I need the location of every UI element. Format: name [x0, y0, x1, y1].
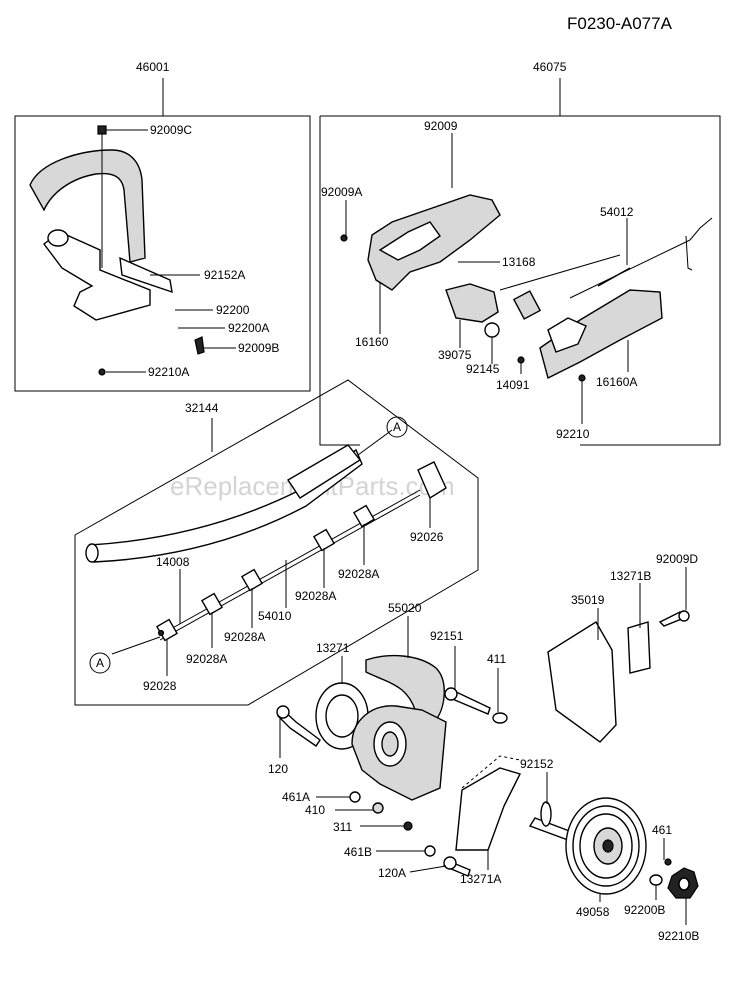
- label-92028A-3: 92028A: [224, 630, 265, 644]
- group-label-46001: 46001: [136, 60, 170, 74]
- label-92009A: 92009A: [321, 185, 362, 199]
- label-92200: 92200: [216, 303, 250, 317]
- label-92028A-2: 92028A: [295, 589, 336, 603]
- label-461B: 461B: [344, 845, 372, 859]
- label-92009B: 92009B: [238, 341, 279, 355]
- label-92151: 92151: [430, 629, 464, 643]
- handle-assembly-drawing: [29, 125, 205, 376]
- label-92028: 92028: [143, 679, 177, 693]
- label-16160A: 16160A: [596, 375, 637, 389]
- lower-assembly-drawing: [276, 610, 699, 899]
- label-461: 461: [652, 823, 672, 837]
- group-box-32144: [74, 379, 479, 706]
- label-92210A: 92210A: [148, 365, 189, 379]
- drive-shaft-drawing: [85, 429, 447, 655]
- label-14008: 14008: [156, 555, 190, 569]
- callout-marker-a-bottom-label: A: [96, 656, 104, 670]
- label-55020: 55020: [388, 601, 422, 615]
- label-92152A: 92152A: [204, 268, 245, 282]
- label-14091: 14091: [496, 378, 530, 392]
- label-92152: 92152: [520, 757, 554, 771]
- label-13271A: 13271A: [460, 872, 501, 886]
- callout-marker-a-top-label: A: [393, 420, 401, 434]
- label-92200B: 92200B: [624, 903, 665, 917]
- label-92009C: 92009C: [150, 123, 192, 137]
- label-92028A-1: 92028A: [338, 567, 379, 581]
- throttle-housing-drawing: [340, 176, 713, 382]
- label-54012: 54012: [600, 205, 634, 219]
- label-92026: 92026: [410, 530, 444, 544]
- label-92009: 92009: [424, 119, 458, 133]
- label-13271: 13271: [316, 641, 350, 655]
- label-54010: 54010: [258, 609, 292, 623]
- label-410: 410: [305, 803, 325, 817]
- callout-marker-a-bottom: [89, 652, 111, 674]
- diagram-code: F0230-A077A: [567, 14, 673, 33]
- leader-120A: [409, 865, 447, 873]
- label-120: 120: [268, 762, 288, 776]
- label-35019: 35019: [571, 593, 605, 607]
- label-92210B: 92210B: [658, 929, 699, 943]
- label-13168: 13168: [502, 255, 536, 269]
- group-box-46001: [14, 115, 311, 392]
- label-311: 311: [333, 820, 352, 834]
- label-92028A-4: 92028A: [186, 652, 227, 666]
- group-box-46075: [320, 115, 721, 446]
- label-49058: 49058: [576, 905, 610, 919]
- label-120A: 120A: [378, 866, 406, 880]
- label-16160: 16160: [355, 335, 389, 349]
- label-39075: 39075: [438, 348, 472, 362]
- group-label-32144: 32144: [185, 401, 219, 415]
- label-461A: 461A: [282, 790, 310, 804]
- label-411: 411: [487, 652, 506, 666]
- callout-marker-a-top: [386, 416, 408, 438]
- label-92210: 92210: [556, 427, 590, 441]
- label-92200A: 92200A: [228, 321, 269, 335]
- label-13271B: 13271B: [610, 569, 651, 583]
- label-92009D: 92009D: [656, 552, 698, 566]
- label-92145: 92145: [466, 362, 500, 376]
- group-label-46075: 46075: [533, 60, 567, 74]
